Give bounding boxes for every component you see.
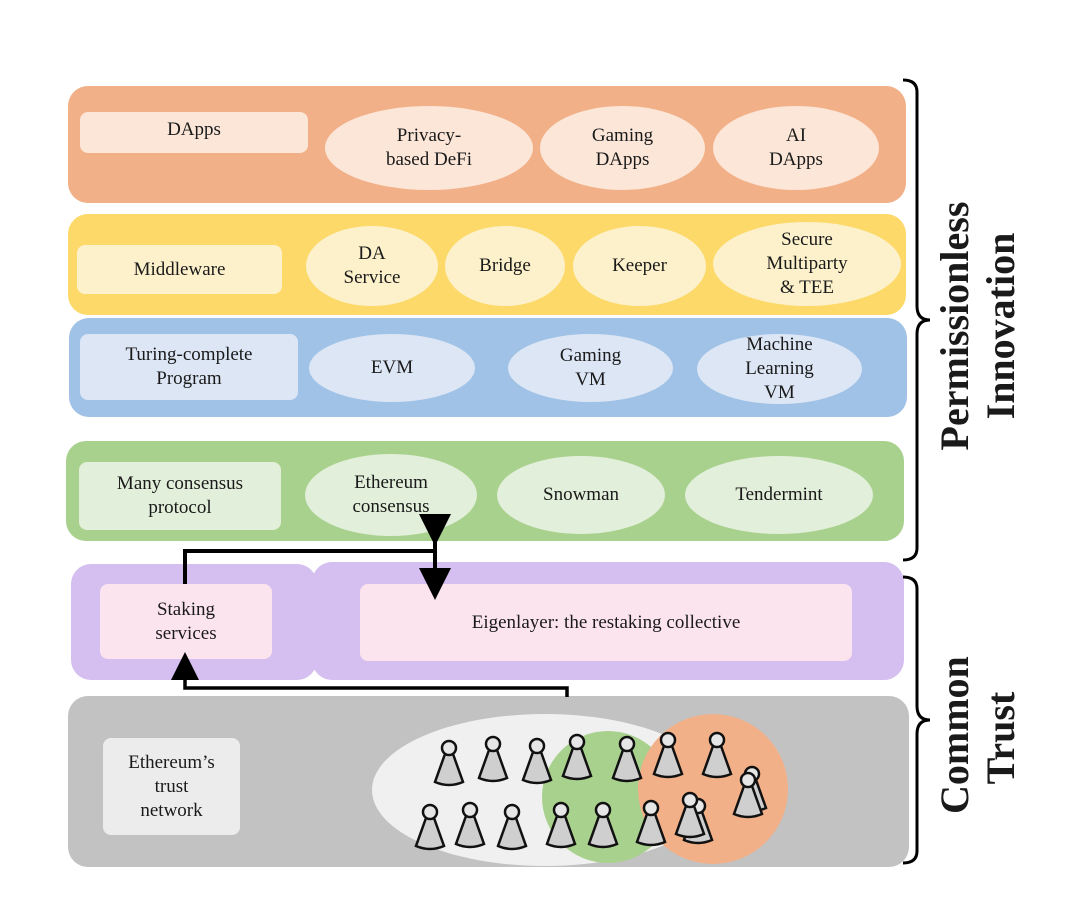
person-pawn-icon xyxy=(587,801,619,849)
many-consensus-label: Many consensus protocol xyxy=(79,462,281,530)
person-pawn-icon xyxy=(454,801,486,849)
ml-vm-ellipse: Machine Learning VM xyxy=(697,334,862,404)
turing-complete-label: Turing-complete Program xyxy=(80,334,298,400)
common-trust-brace xyxy=(902,575,931,865)
staking-services-box: Staking services xyxy=(100,584,272,659)
validator-pawns xyxy=(414,731,768,851)
evm-ellipse: EVM xyxy=(309,334,475,402)
ai-dapps-ellipse: AI DApps xyxy=(713,106,879,190)
snowman-ellipse: Snowman xyxy=(497,456,665,534)
permissionless-brace xyxy=(902,78,931,562)
person-pawn-icon xyxy=(496,803,528,851)
person-pawn-icon xyxy=(414,803,446,851)
tendermint-ellipse: Tendermint xyxy=(685,456,873,534)
person-pawn-icon xyxy=(477,735,509,783)
person-pawn-icon xyxy=(433,739,465,787)
person-pawn-icon xyxy=(545,801,577,849)
keeper-ellipse: Keeper xyxy=(573,226,706,306)
orange-validator-group xyxy=(638,714,788,864)
da-service-ellipse: DA Service xyxy=(306,226,438,306)
staking-to-consensus-line xyxy=(183,549,435,584)
person-pawn-icon xyxy=(701,731,733,779)
eigenlayer-box: Eigenlayer: the restaking collective xyxy=(360,584,852,661)
secure-multiparty-tee-ellipse: Secure Multiparty & TEE xyxy=(713,222,901,306)
common-trust-label: Common Trust xyxy=(932,656,1023,814)
person-pawn-icon xyxy=(674,791,706,839)
person-pawn-icon xyxy=(732,771,764,819)
trust-to-staking-arrow xyxy=(171,652,569,697)
trust-network-label: Ethereum’s trust network xyxy=(103,738,240,835)
bridge-ellipse: Bridge xyxy=(445,226,565,306)
dapps-label: DApps xyxy=(80,112,308,153)
gaming-dapps-ellipse: Gaming DApps xyxy=(540,106,705,190)
person-pawn-icon xyxy=(611,735,643,783)
middleware-label: Middleware xyxy=(77,245,282,294)
person-pawn-icon xyxy=(561,733,593,781)
person-pawn-icon xyxy=(635,799,667,847)
person-pawn-icon xyxy=(521,737,553,785)
permissionless-innovation-label: Permissionless Innovation xyxy=(932,201,1023,451)
privacy-defi-ellipse: Privacy- based DeFi xyxy=(325,106,533,190)
gaming-vm-ellipse: Gaming VM xyxy=(508,334,673,402)
person-pawn-icon xyxy=(652,731,684,779)
